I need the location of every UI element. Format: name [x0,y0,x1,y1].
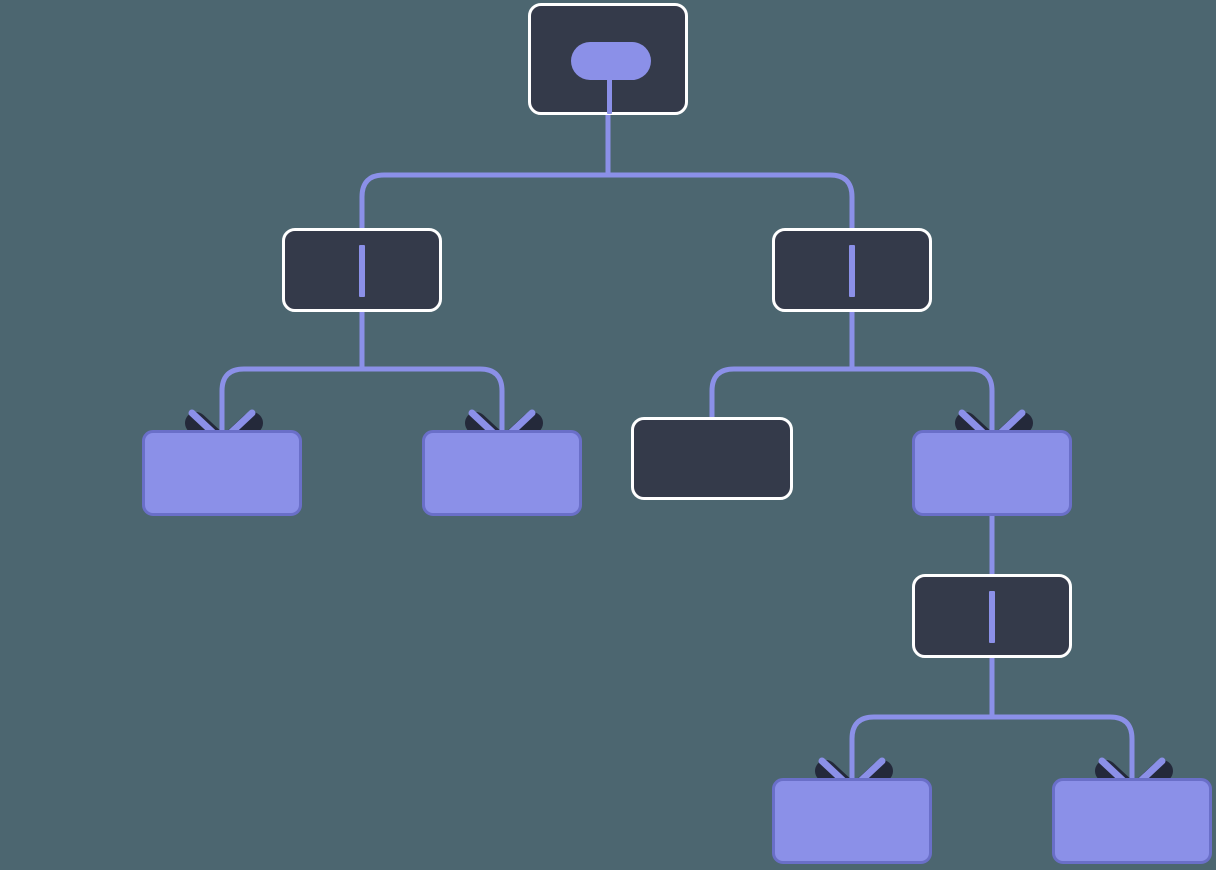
edge-branch-left-to-leaf-a [219,366,362,430]
empty-node-c[interactable] [631,417,793,500]
root-pill-glyph [571,42,651,80]
branch-node-right[interactable] [772,228,932,312]
leaf-node-e[interactable] [772,778,932,864]
edge-branch-left-to-leaf-b [362,366,505,430]
edge-branch-right-to-empty [709,366,852,417]
branch-node-lower[interactable] [912,574,1072,658]
edge-branch-lower-to-leaf-e [849,714,992,778]
root-stem-glyph [607,76,612,114]
leaf-node-a[interactable] [142,430,302,516]
branch-right-line-glyph [849,245,855,297]
leaf-node-f[interactable] [1052,778,1212,864]
edge-root-to-branch-left [359,172,608,228]
edge-branch-lower-to-leaf-f [992,714,1135,778]
branch-node-left[interactable] [282,228,442,312]
leaf-node-d[interactable] [912,430,1072,516]
branch-lower-line-glyph [989,591,995,643]
leaf-node-b[interactable] [422,430,582,516]
edge-branch-right-to-leaf-d [852,366,995,430]
branch-left-line-glyph [359,245,365,297]
root-node[interactable] [528,3,688,115]
edge-root-to-branch-right [608,172,855,228]
